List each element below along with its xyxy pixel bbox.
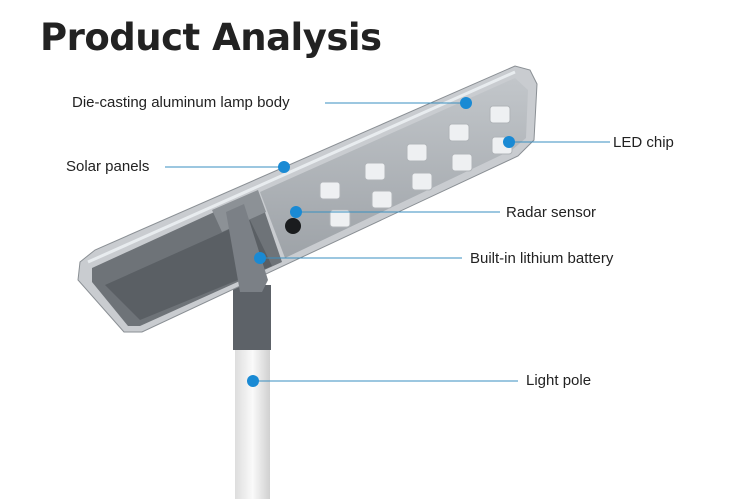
mounting-bracket — [212, 190, 268, 292]
label-led-chip: LED chip — [613, 134, 674, 151]
callout-dots — [247, 97, 515, 387]
page-title: Product Analysis — [40, 16, 382, 59]
light-pole — [233, 285, 271, 499]
radar-sensor — [285, 218, 301, 234]
label-solar-panels: Solar panels — [66, 158, 150, 175]
label-radar-sensor: Radar sensor — [506, 204, 597, 221]
label-battery: Built-in lithium battery — [470, 250, 614, 267]
label-lamp-body: Die-casting aluminum lamp body — [72, 94, 290, 111]
callout-lines — [165, 102, 610, 382]
led-chips — [319, 105, 513, 228]
label-light-pole: Light pole — [526, 372, 592, 389]
